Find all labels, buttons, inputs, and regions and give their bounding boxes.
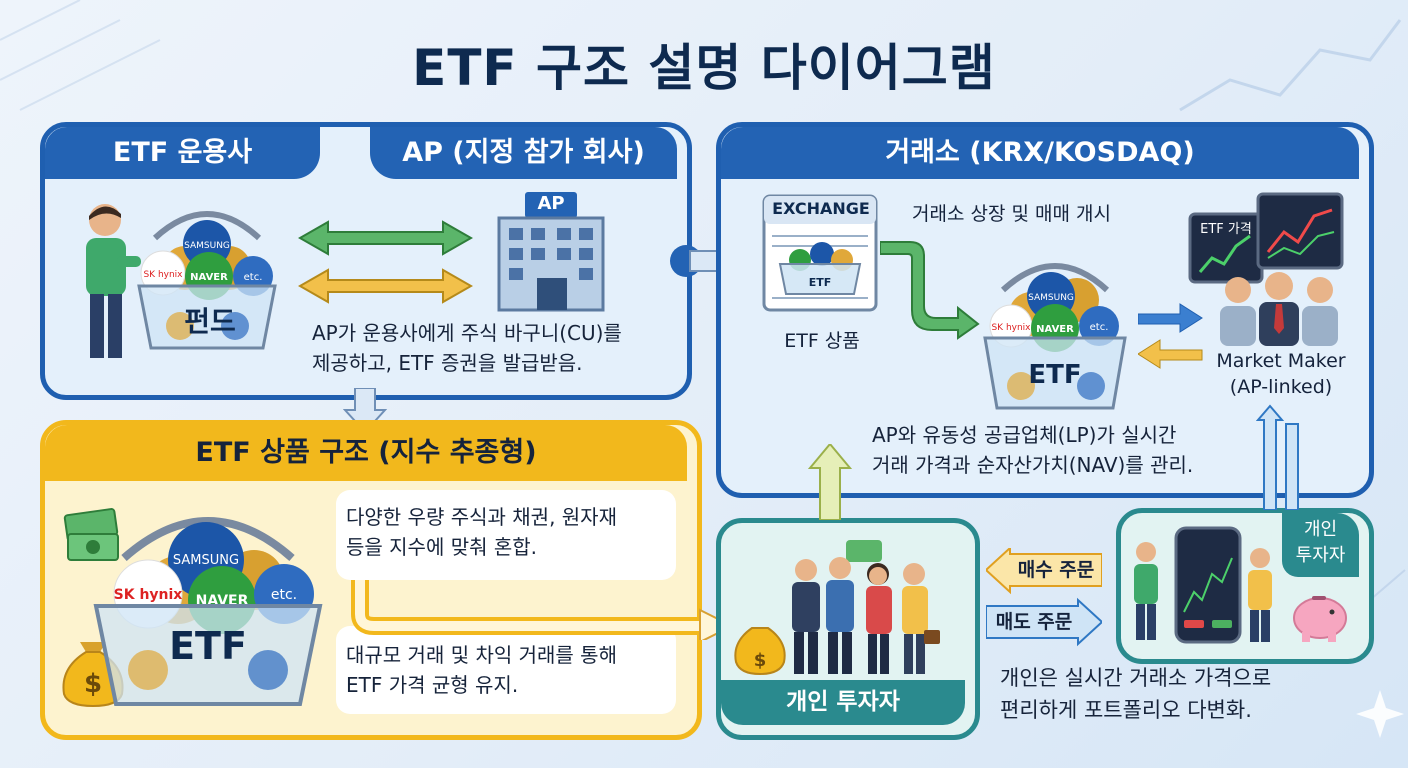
individual-note: 개인은 실시간 거래소 가격으로 편리하게 포트폴리오 다변화. <box>1000 662 1340 726</box>
etf-basket-icon: SAMSUNG SK hynix NAVER etc. <box>93 517 323 706</box>
etf-basket-label: ETF <box>1028 360 1082 390</box>
market-maker-label: Market Maker (AP-linked) <box>1196 348 1366 400</box>
investors-group-icon: $ <box>734 540 940 676</box>
svg-text:SK hynix: SK hynix <box>114 587 183 603</box>
market-makers-icon <box>1220 272 1338 346</box>
listing-text: 거래소 상장 및 매매 개시 <box>912 203 1111 225</box>
product-desc-line: ETF 가격 균형 유지. <box>346 673 519 697</box>
individual-tag-line: 투자자 <box>1295 545 1346 566</box>
exchange-arrows-icon <box>298 220 473 304</box>
svg-text:SK hynix: SK hynix <box>143 270 183 280</box>
green-arrow-icon <box>880 241 980 340</box>
product-desc-line: 다양한 우량 주식과 채권, 원자재 <box>346 505 617 529</box>
flow-arrow-icon <box>351 580 734 640</box>
lp-description: AP와 유동성 공급업체(LP)가 실시간 거래 가격과 순자산가치(NAV)를… <box>872 420 1272 480</box>
product-desc-line: 대규모 거래 및 차익 거래를 통해 <box>346 643 617 667</box>
svg-text:SAMSUNG: SAMSUNG <box>1028 293 1074 303</box>
lp-description-line: 거래 가격과 순자산가치(NAV)를 관리. <box>872 453 1194 477</box>
market-maker-line: Market Maker <box>1216 350 1346 372</box>
ap-description-line: AP가 운용사에게 주식 바구니(CU)를 <box>312 321 622 345</box>
investors-label: 개인 투자자 <box>721 680 965 725</box>
etf-basket-label: ETF <box>169 624 247 668</box>
order-arrows-icon <box>986 548 1102 647</box>
fund-basket-label: 펀드 <box>184 305 236 338</box>
product-desc-1: 다양한 우량 주식과 채권, 원자재 등을 지수에 맞춰 혼합. <box>346 502 676 562</box>
individual-tag-line: 개인 <box>1303 519 1338 540</box>
sell-order-label: 매도 주문 <box>995 611 1073 633</box>
lp-description-line: AP와 유동성 공급업체(LP)가 실시간 <box>872 423 1177 447</box>
price-monitor-icon <box>1188 192 1344 284</box>
individual-note-line: 편리하게 포트폴리오 다변화. <box>1000 698 1252 722</box>
ap-building-icon <box>497 192 605 312</box>
lp-arrows-icon <box>1138 303 1203 369</box>
fund-basket-icon: SAMSUNG SK hynix NAVER etc. <box>137 211 277 350</box>
svg-text:etc.: etc. <box>244 272 263 283</box>
ap-description-line: 제공하고, ETF 증권을 발급받음. <box>312 351 583 375</box>
svg-text:SAMSUNG: SAMSUNG <box>173 553 239 568</box>
buy-order-label: 매수 주문 <box>1017 559 1095 581</box>
svg-text:ETF: ETF <box>809 276 832 289</box>
svg-text:NAVER: NAVER <box>1036 324 1074 335</box>
exchange-document-label: EXCHANGE <box>772 199 870 218</box>
up-arrow-icon <box>808 444 852 520</box>
svg-text:etc.: etc. <box>271 587 297 603</box>
etf-product-label: ETF 상품 <box>784 330 860 352</box>
page-title: ETF 구조 설명 다이어그램 <box>412 39 996 97</box>
trading-phone-icon <box>1134 526 1272 644</box>
svg-text:SK hynix: SK hynix <box>991 323 1031 333</box>
piggy-bank-icon <box>1293 596 1347 642</box>
ap-building-label: AP <box>537 193 565 214</box>
market-maker-line: (AP-linked) <box>1229 376 1333 398</box>
exchange-header: 거래소 (KRX/KOSDAQ) <box>721 127 1359 179</box>
svg-text:$: $ <box>754 650 767 671</box>
up-arrow-icon <box>1256 404 1299 510</box>
price-monitor-label: ETF 가격 <box>1200 222 1252 237</box>
etf-basket-icon: SAMSUNG SK hynix NAVER etc. <box>983 263 1127 410</box>
operator-header: ETF 운용사 <box>45 127 320 179</box>
product-header: ETF 상품 구조 (지수 추종형) <box>45 425 687 481</box>
product-desc-box <box>336 626 676 714</box>
product-desc-line: 등을 지수에 맞춰 혼합. <box>346 535 538 559</box>
individual-note-line: 개인은 실시간 거래소 가격으로 <box>1000 666 1272 690</box>
product-desc-2: 대규모 거래 및 차익 거래를 통해 ETF 가격 균형 유지. <box>346 640 676 700</box>
person-icon <box>86 204 141 358</box>
exchange-document-icon: ETF <box>762 194 878 312</box>
cash-icon <box>63 508 119 561</box>
svg-text:SAMSUNG: SAMSUNG <box>184 241 230 251</box>
svg-text:$: $ <box>84 669 102 699</box>
ap-description: AP가 운용사에게 주식 바구니(CU)를 제공하고, ETF 증권을 발급받음… <box>312 318 682 378</box>
svg-text:NAVER: NAVER <box>190 272 228 283</box>
product-desc-box <box>336 490 676 580</box>
ap-header: AP (지정 참가 회사) <box>370 127 677 179</box>
individual-investor-tag: 개인 투자자 <box>1282 513 1359 577</box>
svg-text:etc.: etc. <box>1090 322 1109 333</box>
